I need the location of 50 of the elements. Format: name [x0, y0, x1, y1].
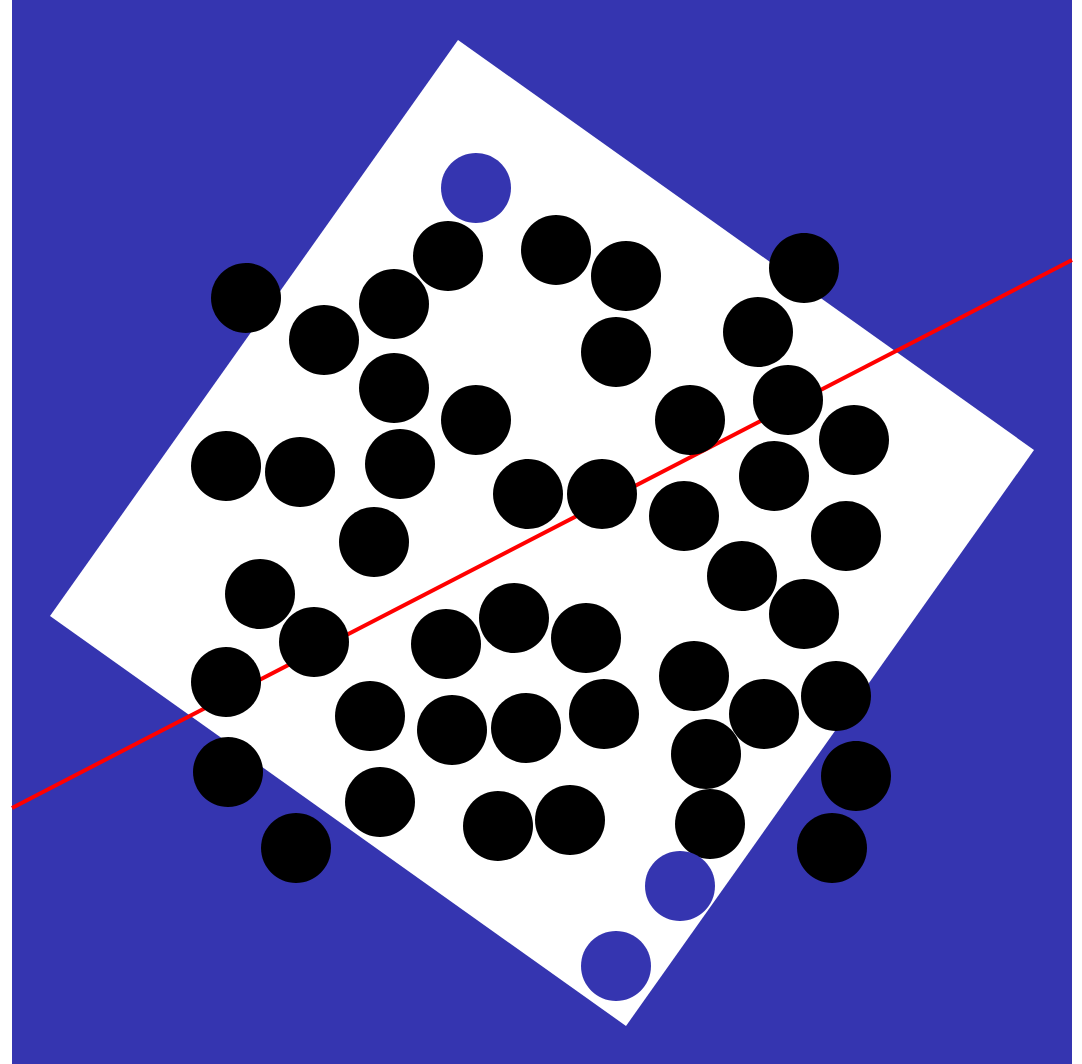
circle — [581, 930, 651, 1001]
circle — [193, 736, 263, 807]
circle — [261, 812, 331, 883]
circle — [723, 297, 793, 367]
circle — [289, 305, 359, 375]
circle — [521, 215, 591, 285]
circle — [821, 740, 891, 811]
circle — [417, 694, 487, 765]
circle — [797, 812, 867, 883]
circle — [769, 233, 839, 303]
circle — [645, 850, 715, 921]
circle — [811, 501, 881, 571]
circle — [491, 692, 561, 763]
circle — [671, 718, 741, 789]
circle — [463, 790, 533, 861]
circle — [649, 480, 719, 551]
circle — [739, 440, 809, 511]
circle — [345, 766, 415, 837]
circle — [441, 153, 511, 223]
circle — [191, 430, 261, 501]
circle — [339, 507, 409, 577]
circle — [191, 646, 261, 717]
circle — [801, 661, 871, 731]
circle — [659, 640, 729, 711]
circle — [211, 263, 281, 333]
circle — [265, 436, 335, 507]
circle — [359, 352, 429, 423]
circle — [413, 221, 483, 291]
circle — [567, 459, 637, 529]
circle — [819, 405, 889, 475]
circle — [707, 541, 777, 611]
circle — [441, 385, 511, 455]
circle — [655, 385, 725, 455]
circle — [493, 459, 563, 529]
circle — [591, 241, 661, 311]
circle — [359, 268, 429, 339]
circle — [279, 606, 349, 677]
circle — [479, 583, 549, 653]
circle — [411, 608, 481, 679]
circle — [225, 558, 295, 629]
circle — [769, 579, 839, 649]
circle — [753, 365, 823, 435]
circle — [535, 785, 605, 855]
circle — [551, 602, 621, 673]
circle — [569, 678, 639, 749]
circle — [729, 678, 799, 749]
circle — [581, 317, 651, 387]
circle — [335, 680, 405, 751]
circle — [365, 428, 435, 499]
circle — [675, 789, 745, 859]
